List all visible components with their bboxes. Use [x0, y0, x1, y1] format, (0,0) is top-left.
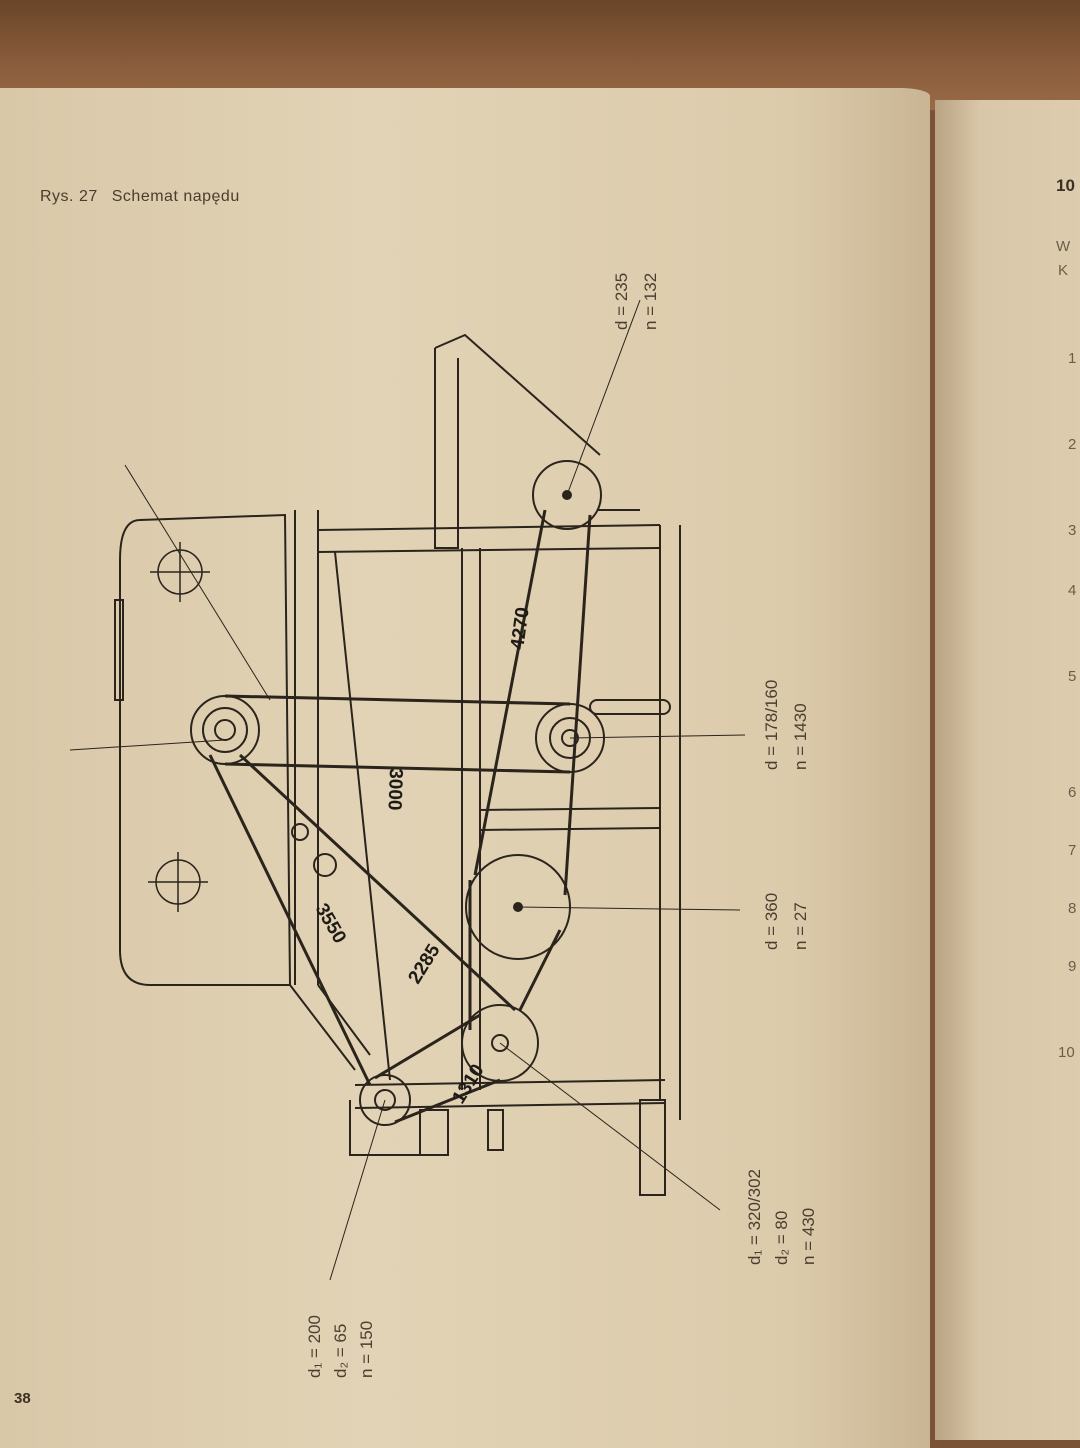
svg-text:d₂ = 80: d₂ = 80 — [772, 1211, 791, 1265]
right-page-line: 9 — [1068, 958, 1077, 975]
right-page-line: W — [1056, 238, 1071, 255]
svg-text:n = 150: n = 150 — [357, 1321, 376, 1378]
right-page-line: 1 — [1068, 350, 1077, 367]
figure-number: Rys. 27 — [40, 188, 98, 205]
left-page — [0, 88, 930, 1448]
figure-title: Schemat napędu — [111, 188, 240, 205]
svg-text:n = 132: n = 132 — [641, 273, 660, 330]
figure-caption: Rys. 27 Schemat napędu — [40, 188, 254, 206]
belt-length-4270: 4270 — [507, 606, 534, 651]
svg-text:d = 178/160: d = 178/160 — [762, 680, 781, 770]
pulley-label-drum: d = 360 n = 27 — [762, 893, 810, 950]
right-page-line: 7 — [1068, 842, 1077, 859]
leader-lines — [69, 299, 746, 1281]
pulley-label-intermediate: d₁ = 320/302 d₂ = 80 n = 430 — [745, 1169, 818, 1265]
right-page-line: 2 — [1068, 436, 1077, 453]
hopper-housing — [119, 513, 292, 986]
svg-text:d = 235: d = 235 — [612, 273, 631, 330]
belts — [208, 509, 592, 1124]
right-page-line: K — [1058, 262, 1069, 279]
svg-text:d₁ = 200: d₁ = 200 — [305, 1315, 324, 1378]
right-page-line: 3 — [1068, 522, 1077, 539]
svg-text:n = 1430: n = 1430 — [791, 703, 810, 770]
crosshair-marks — [148, 542, 210, 912]
right-page-heading: 10 — [1056, 176, 1075, 195]
belt-length-3000: 3000 — [384, 768, 406, 811]
belt-length-3550: 3550 — [311, 900, 350, 947]
svg-text:n = 27: n = 27 — [791, 902, 810, 950]
pulley-label-motor: d = 178/160 n = 1430 — [762, 680, 810, 770]
machine-frame — [289, 510, 681, 1196]
right-page-line: 6 — [1068, 784, 1077, 801]
svg-text:d₁ = 320/302: d₁ = 320/302 — [745, 1169, 764, 1265]
belt-length-2285: 2285 — [404, 940, 444, 987]
page-number: 38 — [14, 1390, 31, 1407]
right-page-line: 10 — [1058, 1044, 1075, 1061]
svg-text:d = 360: d = 360 — [762, 893, 781, 950]
right-page-line: 8 — [1068, 900, 1077, 917]
right-page-line: 4 — [1068, 582, 1077, 599]
pulley-label-lower: d₁ = 200 d₂ = 65 n = 150 — [305, 1315, 376, 1378]
right-page-line: 5 — [1068, 668, 1077, 685]
housing-handle — [114, 599, 124, 701]
right-page — [935, 100, 1080, 1440]
svg-text:n = 430: n = 430 — [799, 1208, 818, 1265]
pulley-label-feeder: d = 235 n = 132 — [612, 273, 660, 330]
motor-bracket — [589, 699, 671, 715]
feeder-chute — [434, 333, 601, 549]
svg-text:d₂ = 65: d₂ = 65 — [331, 1324, 350, 1378]
